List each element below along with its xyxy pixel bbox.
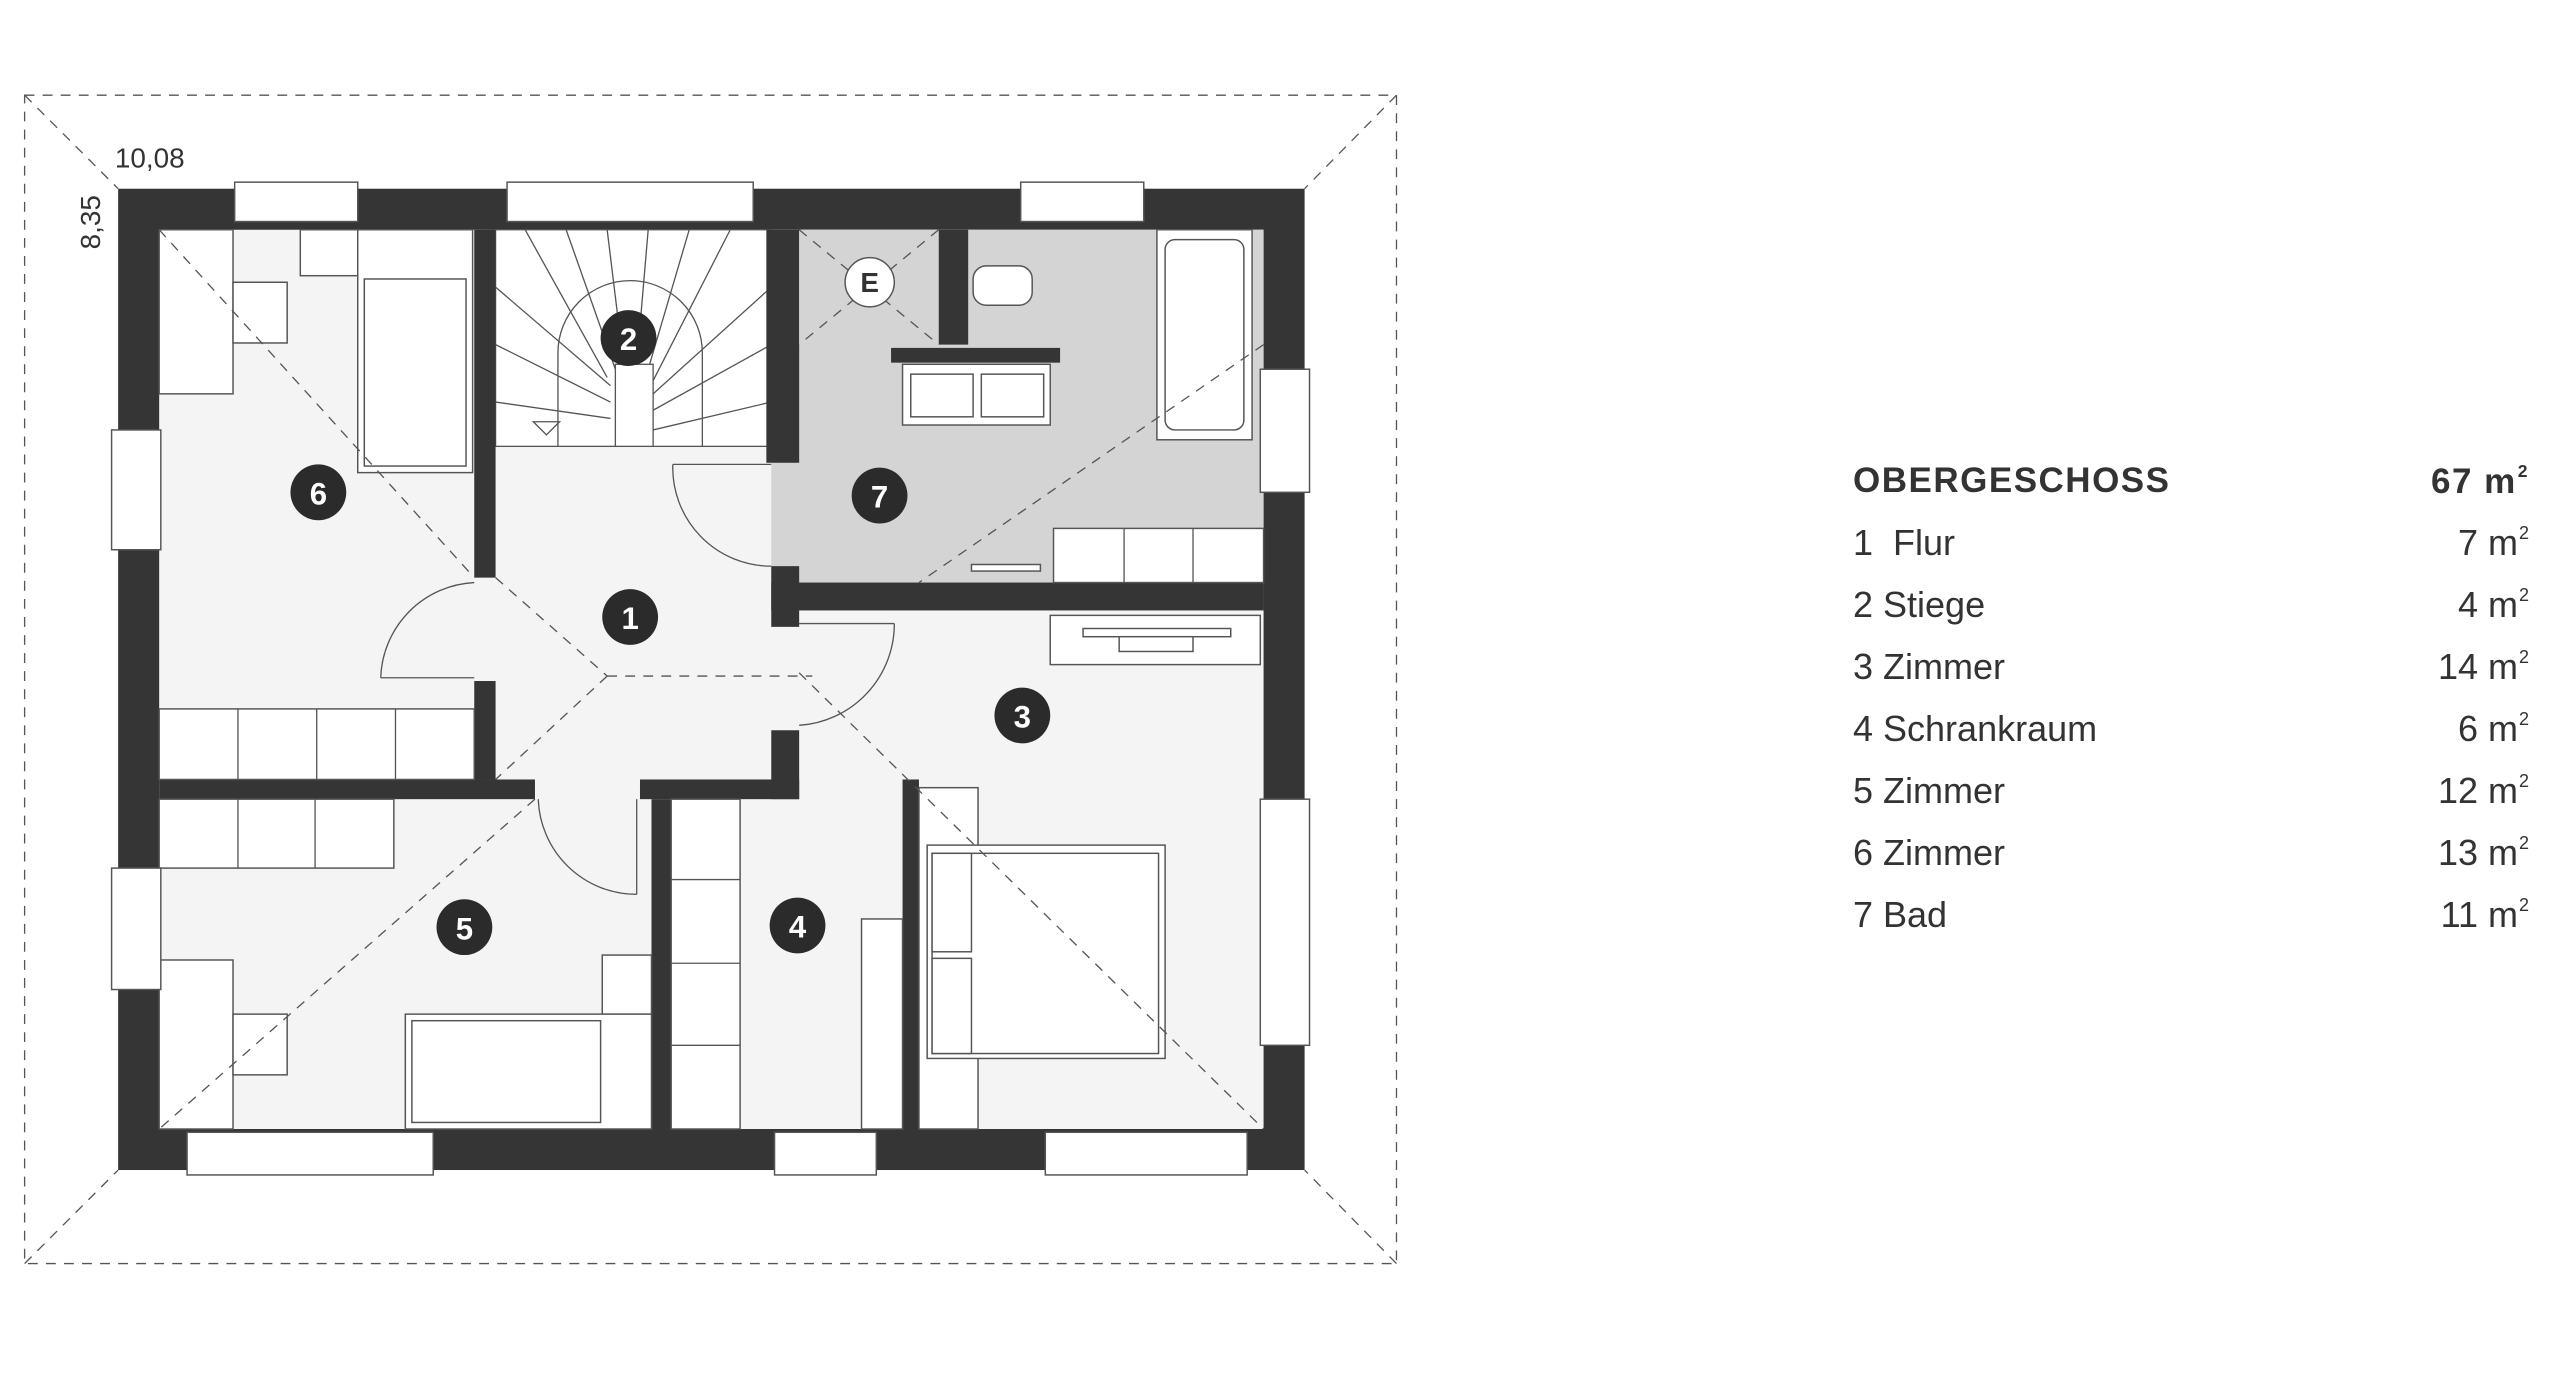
desk bbox=[158, 229, 234, 395]
depth-dimension: 8,35 bbox=[75, 195, 106, 249]
floor-total-area: 67 m2 bbox=[2430, 460, 2529, 501]
svg-text:6: 6 bbox=[310, 476, 327, 511]
width-dimension: 10,08 bbox=[115, 142, 185, 173]
windows bbox=[110, 181, 1311, 1176]
svg-text:2: 2 bbox=[620, 322, 637, 357]
room-diagonals bbox=[158, 229, 1265, 1130]
wardrobe bbox=[158, 798, 395, 869]
shelving bbox=[860, 918, 904, 1130]
svg-text:1: 1 bbox=[621, 601, 638, 636]
room-4-marker: 4 bbox=[769, 897, 826, 954]
bath-cabinets bbox=[1052, 527, 1265, 584]
toilet-icon bbox=[972, 265, 1033, 306]
room-6-marker: 6 bbox=[290, 464, 347, 521]
electric-marker bbox=[844, 256, 896, 308]
svg-text:3: 3 bbox=[1014, 700, 1031, 735]
room-3-marker: 3 bbox=[994, 687, 1051, 744]
svg-text:5: 5 bbox=[456, 911, 473, 946]
doors bbox=[380, 463, 896, 896]
roof-outline bbox=[23, 94, 1398, 1265]
room-7-marker: 7 bbox=[851, 467, 908, 524]
desk bbox=[158, 959, 234, 1130]
interior-walls bbox=[159, 229, 1264, 1130]
electric-label: E bbox=[860, 267, 879, 298]
svg-text:7: 7 bbox=[871, 480, 888, 515]
room-2-marker: 2 bbox=[600, 310, 657, 366]
svg-text:4: 4 bbox=[789, 910, 807, 945]
floor-name: OBERGESCHOSS bbox=[1853, 461, 2171, 500]
shelving bbox=[670, 798, 741, 1130]
stair-treads bbox=[495, 229, 772, 448]
legend-title-row: OBERGESCHOSS 67 m2 bbox=[1853, 450, 2529, 512]
roof-ridges bbox=[24, 94, 1397, 1265]
room-5-marker: 5 bbox=[436, 899, 493, 956]
room-1-marker: 1 bbox=[602, 589, 659, 645]
